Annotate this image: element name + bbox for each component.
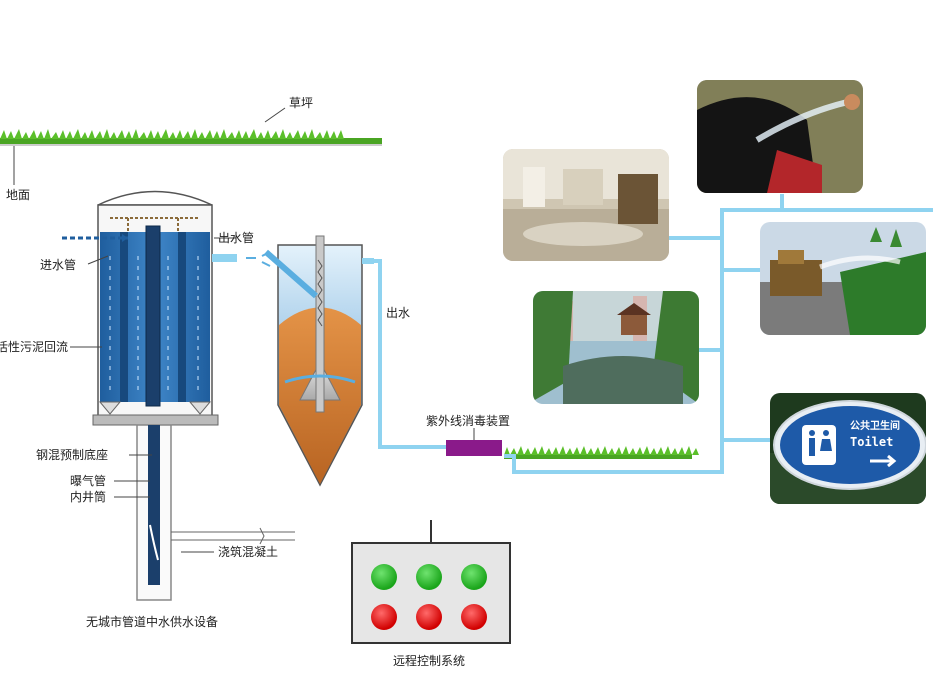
- label-inner-well: 内井筒: [70, 490, 107, 504]
- label-aeration-pipe: 曝气管: [70, 474, 107, 488]
- outlet-pipe: [212, 251, 271, 267]
- label-precast-base: 钢混预制底座: [36, 448, 109, 462]
- indicator-red-1: [371, 604, 397, 630]
- photo-restroom-interior: [503, 149, 669, 261]
- indicator-red-3: [461, 604, 487, 630]
- label-outlet-pipe: 出水管: [218, 231, 255, 245]
- remote-control-panel: [351, 542, 511, 644]
- label-equipment-caption: 无城市管道中水供水设备: [86, 615, 219, 629]
- lawn-strip: [0, 129, 382, 146]
- photo-street-sprinkler: [760, 222, 926, 335]
- lawn-leader: [264, 107, 286, 123]
- label-sludge-return: 活性污泥回流: [0, 340, 69, 354]
- photo-landscape-pond: [533, 291, 699, 404]
- clarifier-tank: [264, 235, 374, 487]
- reactor-tank: [92, 190, 219, 426]
- indicator-green-1: [371, 564, 397, 590]
- indicator-green-2: [416, 564, 442, 590]
- uv-device: [446, 440, 502, 456]
- inner-well-shaft: [136, 424, 295, 601]
- label-inlet-pipe: 进水管: [40, 258, 77, 272]
- indicator-red-2: [416, 604, 442, 630]
- inlet-pipe: [62, 234, 128, 242]
- photo-car-washing: [697, 80, 863, 193]
- label-uv-device: 紫外线消毒装置: [426, 414, 511, 428]
- photo-toilet-sign: 公共卫生间 Toilet: [770, 393, 926, 504]
- lawn-strip-lower: [504, 446, 699, 459]
- water-out-pipe: [374, 259, 446, 449]
- sign-text: Toilet: [850, 435, 894, 449]
- label-water-out: 出水: [386, 306, 411, 320]
- distribution-pipes: [504, 194, 933, 474]
- label-lawn: 草坪: [289, 96, 314, 110]
- sign-title: 公共卫生间: [850, 421, 900, 432]
- label-remote-control: 远程控制系统: [393, 654, 466, 668]
- label-ground: 地面: [6, 188, 31, 202]
- label-cast-concrete: 浇筑混凝土: [218, 545, 279, 559]
- indicator-green-3: [461, 564, 487, 590]
